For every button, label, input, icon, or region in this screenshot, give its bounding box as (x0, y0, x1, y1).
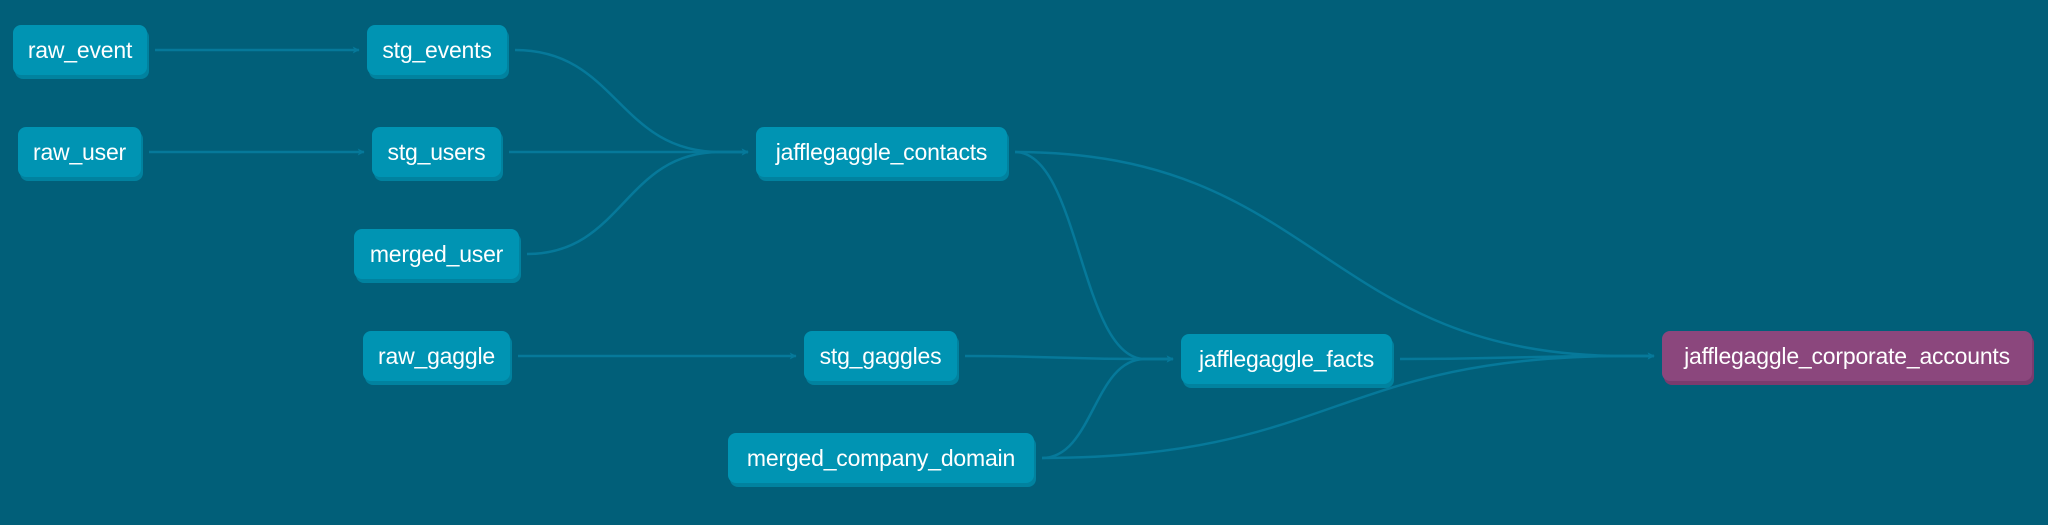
edge-jafflegaggle_contacts-to-jafflegaggle_facts (1014, 150, 1174, 363)
node-jafflegaggle-corporate-accounts[interactable]: jafflegaggle_corporate_accounts (1662, 331, 2032, 381)
node-stg-gaggles[interactable]: stg_gaggles (804, 331, 957, 381)
node-label: raw_gaggle (378, 343, 495, 369)
edge-stg_events-to-jafflegaggle_contacts (514, 48, 749, 156)
node-jafflegaggle-contacts[interactable]: jafflegaggle_contacts (756, 127, 1007, 177)
node-label: stg_users (387, 139, 486, 165)
node-label: raw_user (33, 139, 126, 165)
edge-merged_company_domain-to-jafflegaggle_facts (1041, 355, 1174, 460)
node-label: jafflegaggle_contacts (775, 139, 988, 165)
node-raw-event[interactable]: raw_event (13, 25, 147, 75)
edge-merged_user-to-jafflegaggle_contacts (526, 148, 749, 256)
node-label: merged_company_domain (746, 445, 1016, 471)
node-merged-company-domain[interactable]: merged_company_domain (728, 433, 1034, 483)
node-label: jafflegaggle_facts (1199, 346, 1374, 372)
node-merged-user[interactable]: merged_user (354, 229, 519, 279)
node-label: stg_events (382, 37, 492, 63)
edge-merged_company_domain-to-jafflegaggle_corporate_accounts (1041, 352, 1655, 460)
node-jafflegaggle-facts[interactable]: jafflegaggle_facts (1181, 334, 1392, 384)
node-label: merged_user (369, 241, 504, 267)
node-label: raw_event (27, 37, 133, 63)
edge-stg_gaggles-to-jafflegaggle_facts (964, 354, 1174, 363)
edge-jafflegaggle_contacts-to-jafflegaggle_corporate_accounts (1014, 150, 1655, 360)
node-label: jafflegaggle_corporate_accounts (1684, 343, 2010, 369)
node-stg-events[interactable]: stg_events (367, 25, 507, 75)
node-raw-user[interactable]: raw_user (18, 127, 141, 177)
node-stg-users[interactable]: stg_users (372, 127, 501, 177)
node-raw-gaggle[interactable]: raw_gaggle (363, 331, 510, 381)
node-label: stg_gaggles (819, 343, 942, 369)
